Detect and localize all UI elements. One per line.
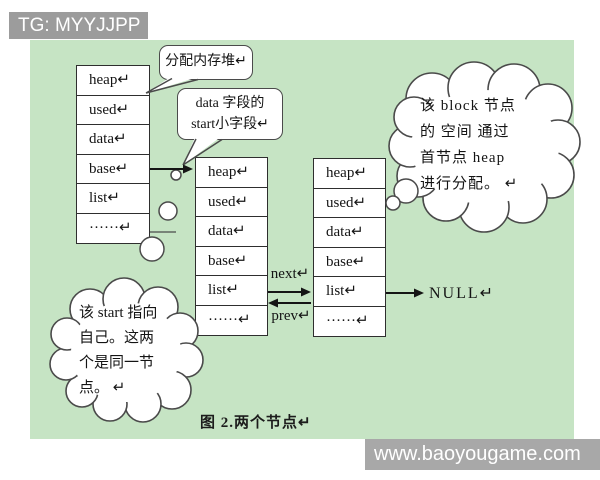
left-cloud-text: 该 start 指向 自己。这两 个是同一节 点。 ↵ xyxy=(79,301,183,401)
prev-pointer-label: prev↵ xyxy=(271,308,311,324)
right-cloud-line3: 首节点 heap xyxy=(420,150,506,166)
field-list: list↵ xyxy=(195,275,268,306)
watermark-bar: www.baoyougame.com xyxy=(365,439,600,470)
field-base: base↵ xyxy=(313,246,386,278)
field-ellipsis: ······↵ xyxy=(195,304,268,336)
field-used: used↵ xyxy=(76,94,150,126)
struct-table-node-b: heap↵ used↵ data↵ base↵ list↵ ······↵ xyxy=(195,157,268,336)
tg-header-badge: TG: MYYJJPP xyxy=(9,12,148,39)
right-cloud-text: 该 block 节点 的 空间 通过 首节点 heap 进行分配。 ↵ xyxy=(420,93,568,197)
data-field-speech-bubble: data 字段的 start小字段↵ xyxy=(177,88,283,140)
field-ellipsis: ······↵ xyxy=(76,212,150,244)
left-cloud-line1: 该 start 指向 xyxy=(79,305,158,321)
figure-caption: 图 2.两个节点↵ xyxy=(200,415,312,431)
field-used: used↵ xyxy=(195,186,268,218)
left-cloud-line2: 自己。这两 xyxy=(79,330,155,346)
field-heap: heap↵ xyxy=(76,65,150,96)
data-field-bubble-line1: data 字段的 xyxy=(195,96,265,111)
field-data: data↵ xyxy=(195,216,268,247)
next-pointer-label: next↵ xyxy=(270,266,310,282)
field-used: used↵ xyxy=(313,187,386,219)
field-data: data↵ xyxy=(76,124,150,155)
field-data: data↵ xyxy=(313,217,386,248)
left-cloud-line3: 个是同一节 xyxy=(79,355,155,371)
field-heap: heap↵ xyxy=(313,158,386,189)
field-ellipsis: ······↵ xyxy=(313,305,386,337)
struct-table-node-a: heap↵ used↵ data↵ base↵ list↵ ······↵ xyxy=(76,65,150,244)
struct-table-node-c: heap↵ used↵ data↵ base↵ list↵ ······↵ xyxy=(313,158,386,337)
right-cloud-line2: 的 空间 通过 xyxy=(420,124,510,140)
field-heap: heap↵ xyxy=(195,157,268,188)
left-cloud-line4: 点。 ↵ xyxy=(79,380,126,396)
alloc-heap-speech-bubble: 分配内存堆↵ xyxy=(159,45,253,80)
right-cloud-line4: 进行分配。 ↵ xyxy=(420,176,519,192)
field-base: base↵ xyxy=(195,245,268,277)
data-field-bubble-line2: start小字段↵ xyxy=(191,117,269,132)
field-base: base↵ xyxy=(76,153,150,185)
field-list: list↵ xyxy=(313,276,386,307)
null-terminator-label: NULL↵ xyxy=(429,285,496,302)
field-list: list↵ xyxy=(76,183,150,214)
right-cloud-line1: 该 block 节点 xyxy=(420,98,516,114)
